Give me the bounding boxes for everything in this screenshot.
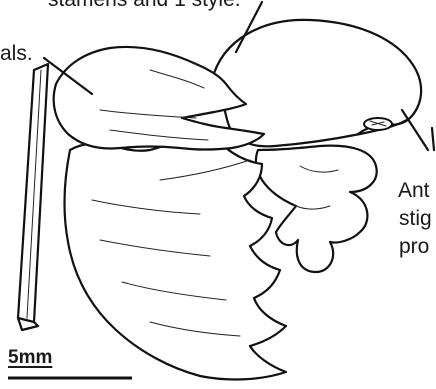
label-petals: als.: [0, 41, 33, 67]
large-sepal: [64, 139, 286, 379]
label-anther-line2: stig: [399, 206, 432, 232]
label-anther-line1: Ant: [398, 178, 430, 204]
leader-line-right: [402, 110, 434, 150]
scale-bar-label: 5mm: [8, 346, 52, 370]
lower-lip-lobes: [256, 146, 377, 272]
label-anther-line3: pro: [399, 234, 429, 260]
label-stamens-style: stamens and 1 style.: [48, 0, 241, 13]
stalk: [18, 64, 48, 330]
